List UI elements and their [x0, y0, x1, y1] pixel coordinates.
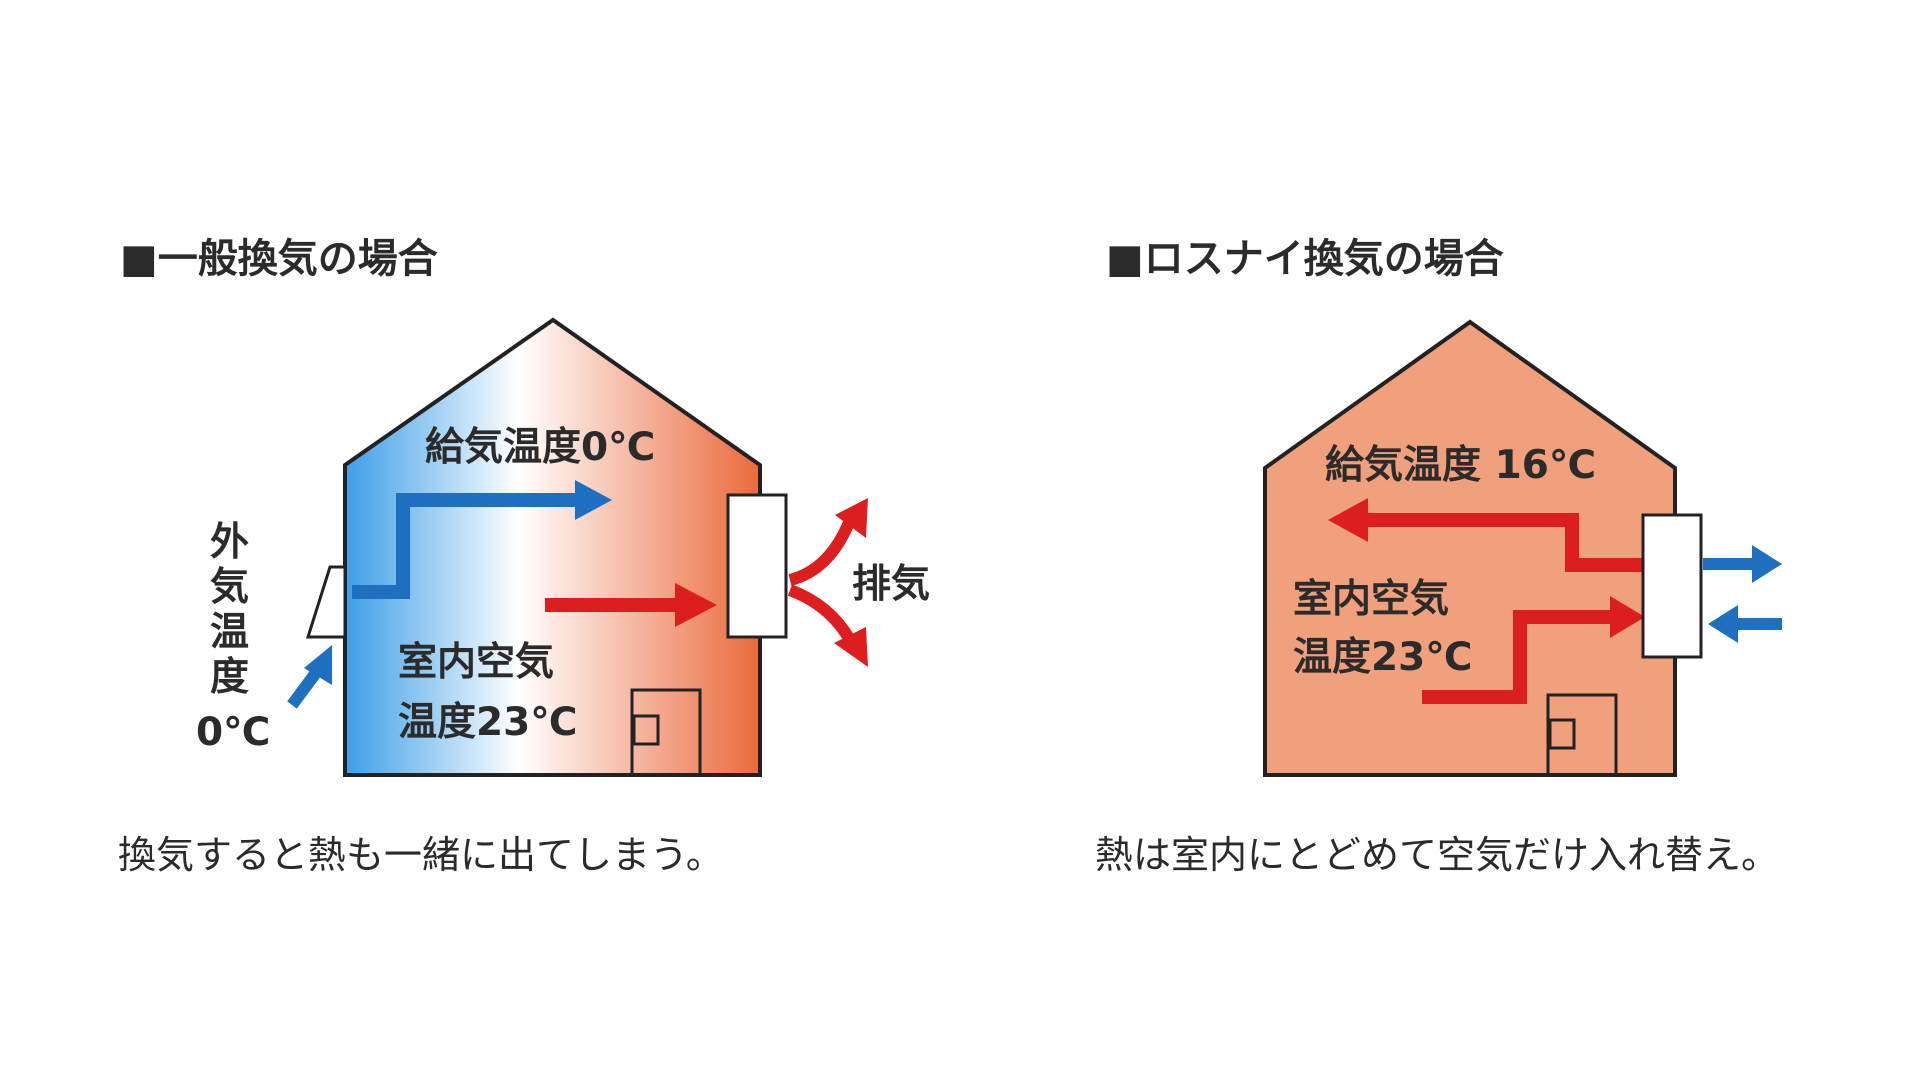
right-indoor-arrowhead [1610, 596, 1645, 638]
left-door-icon [630, 688, 702, 777]
left-outside-label-char-4: 度 [210, 655, 249, 700]
left-indoor-line1: 室内空気 [398, 640, 554, 685]
right-door-handle [1548, 718, 1576, 750]
right-indoor-arrow [1422, 610, 1610, 704]
left-exhaust-label: 排気 [852, 562, 930, 607]
left-outside-temp: 0℃ [196, 710, 270, 755]
left-outside-label-char-1: 外 [210, 520, 249, 565]
left-exhaust-arrowhead-down [834, 627, 868, 667]
left-door-handle [632, 714, 660, 746]
right-supply-arrow [1368, 513, 1645, 572]
right-outflow-arrowhead [1752, 545, 1782, 583]
left-exhaust-arrow-up [788, 517, 856, 586]
right-supply-label: 給気温度 16℃ [1325, 443, 1596, 488]
right-supply-arrowhead [1328, 498, 1368, 542]
left-outside-label-char-3: 温 [210, 610, 249, 655]
left-indoor-arrowhead [675, 583, 717, 627]
left-outside-label-char-2: 気 [210, 565, 249, 610]
left-exhaust-fan-icon [726, 493, 788, 639]
left-indoor-line2: 温度23℃ [398, 700, 578, 745]
right-house [1263, 319, 1677, 777]
left-supply-label: 給気温度0℃ [425, 425, 655, 470]
left-supply-arrow [352, 493, 575, 599]
left-exhaust-arrow-down [787, 584, 856, 644]
left-caption: 換気すると熱も一緒に出てしまう。 [118, 833, 724, 877]
right-door-icon [1546, 693, 1618, 777]
right-indoor-line1: 室内空気 [1293, 577, 1449, 622]
right-ventilation-unit-icon [1641, 513, 1703, 659]
left-exhaust-arrowhead-up [835, 498, 868, 538]
right-caption: 熱は室内にとどめて空気だけ入れ替え。 [1095, 833, 1779, 877]
left-outside-air-arrow [287, 666, 323, 709]
left-outside-air-arrowhead [304, 645, 332, 685]
right-indoor-line2: 温度23℃ [1293, 635, 1473, 680]
left-heading: ■一般換気の場合 [120, 236, 438, 282]
right-heading: ■ロスナイ換気の場合 [1106, 236, 1504, 282]
right-inflow-arrowhead [1708, 605, 1738, 643]
left-vent-hood-icon [305, 565, 347, 639]
left-supply-arrowhead [575, 480, 612, 520]
